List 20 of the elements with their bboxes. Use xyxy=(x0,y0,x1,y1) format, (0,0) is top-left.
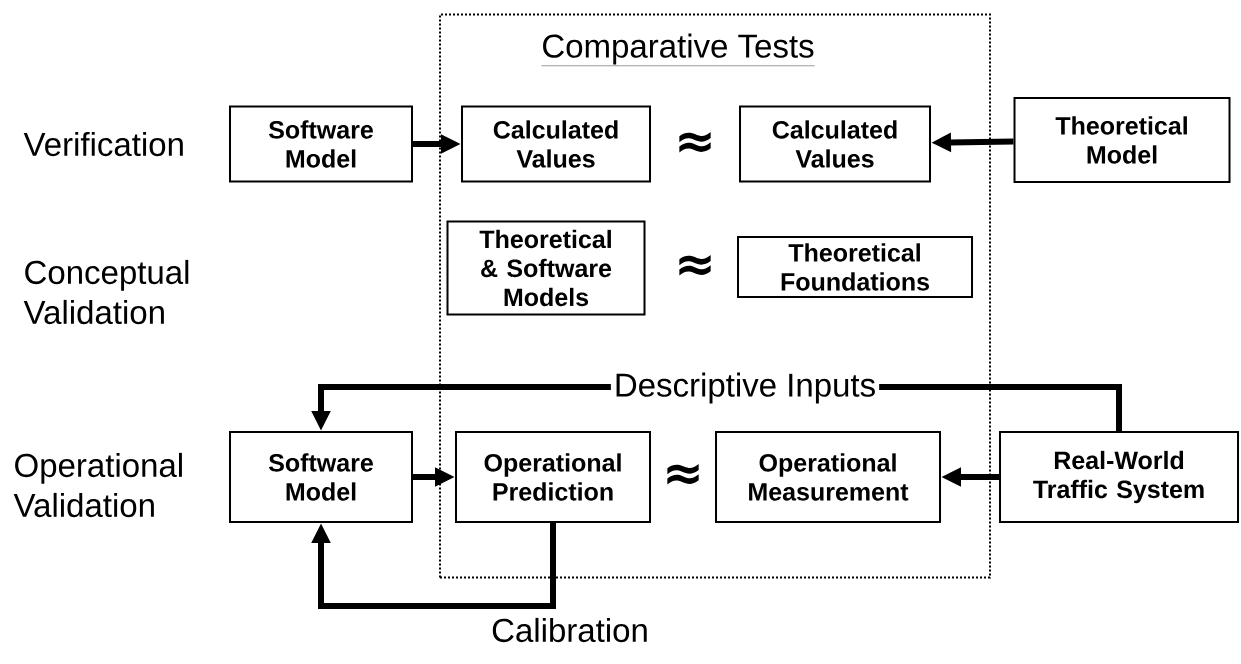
row-label: Conceptual Validation xyxy=(23,259,189,325)
process-box: Calculated Values xyxy=(461,105,651,183)
process-box: Theoretical Model xyxy=(1013,97,1231,183)
row-label: Operational Validation xyxy=(13,452,182,518)
process-box: Theoretical Foundations xyxy=(737,236,973,298)
process-box: Operational Prediction xyxy=(455,431,651,523)
approx-sign: ≈ xyxy=(667,464,699,485)
process-box: Theoretical & Software Models xyxy=(446,220,646,316)
process-box: Software Model xyxy=(229,105,413,183)
row-label: Verification xyxy=(23,131,183,157)
heading: Comparative Tests xyxy=(541,33,815,66)
edge-label: Descriptive Inputs xyxy=(610,369,880,407)
process-box: Real-World Traffic System xyxy=(999,431,1239,523)
edge-label: Calibration xyxy=(488,614,652,646)
process-box: Calculated Values xyxy=(739,105,931,183)
approx-sign: ≈ xyxy=(679,132,711,153)
process-box: Operational Measurement xyxy=(715,431,941,523)
arrow xyxy=(311,523,556,609)
process-box: Software Model xyxy=(229,431,413,523)
approx-sign: ≈ xyxy=(679,255,711,276)
